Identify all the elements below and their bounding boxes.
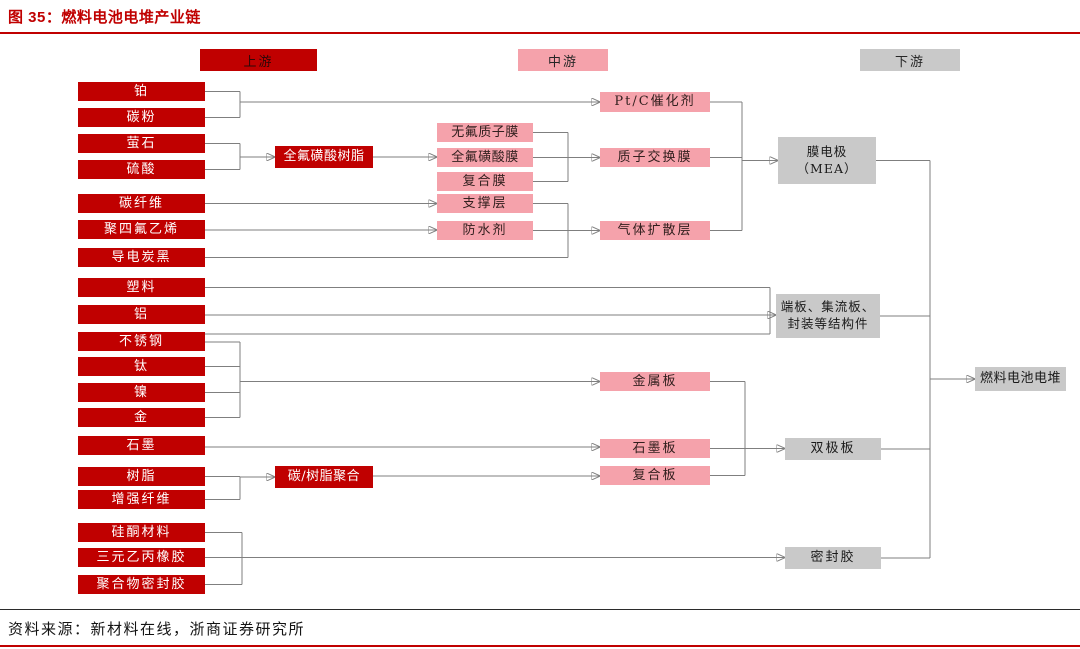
source-text: 资料来源：新材料在线，浙商证券研究所 [8,620,306,638]
node-fluorine-free-proton-membrane: 无氟质子膜 [437,123,533,142]
node-fuel-cell-stack: 燃料电池电堆 [975,367,1066,391]
node-conductive-carbon-black: 导电炭黑 [78,248,205,267]
node-ptfe: 聚四氟乙烯 [78,220,205,239]
legend-downstream: 下游 [860,49,960,71]
node-aluminum: 铝 [78,305,205,324]
node-composite-plate: 复合板 [600,466,710,485]
node-carbon-powder: 碳粉 [78,108,205,127]
node-bipolar-plate: 双极板 [785,438,881,460]
wire-pfsa-bracket [205,143,241,170]
node-gold: 金 [78,408,205,427]
node-epdm-rubber: 三元乙丙橡胶 [78,548,205,567]
node-structural-line1: 端板、集流板、 [780,299,876,315]
source-divider-line [0,609,1080,610]
node-sulfuric-acid: 硫酸 [78,160,205,179]
node-platinum: 铂 [78,82,205,101]
node-structural-parts: 端板、集流板、 封装等结构件 [776,294,880,338]
figure-title: 图 35：燃料电池电堆产业链 [8,9,201,26]
node-metal-plate: 金属板 [600,372,710,391]
node-pfsa-membrane: 全氟磺酸膜 [437,148,533,167]
node-stainless-steel: 不锈钢 [78,332,205,351]
legend-upstream: 上游 [200,49,317,71]
wire-structural-band [205,287,771,335]
node-sealant: 密封胶 [785,547,881,569]
node-waterproof-agent: 防水剂 [437,221,533,240]
node-gas-diffusion-layer: 气体扩散层 [600,221,710,240]
wire-sealant-bracket [205,532,243,585]
node-pfsa-resin: 全氟磺酸树脂 [275,146,373,168]
node-ptc-catalyst: Pt/C催化剂 [600,92,710,112]
bottom-border-line [0,645,1080,647]
node-carbon-resin-polymer: 碳/树脂聚合 [275,466,373,488]
node-mea: 膜电极 （MEA） [778,137,876,184]
node-graphite-plate: 石墨板 [600,439,710,458]
node-titanium: 钛 [78,357,205,376]
node-composite-membrane: 复合膜 [437,172,533,191]
legend-midstream: 中游 [518,49,608,71]
node-plastic: 塑料 [78,278,205,297]
wire-metal-bracket [205,341,241,418]
node-fluorite: 萤石 [78,134,205,153]
node-support-layer: 支撑层 [437,194,533,213]
node-nickel: 镍 [78,383,205,402]
node-structural-line2: 封装等结构件 [787,316,869,331]
node-resin: 树脂 [78,467,205,486]
node-carbon-fiber: 碳纤维 [78,194,205,213]
node-graphite: 石墨 [78,436,205,455]
node-polymer-sealant: 聚合物密封胶 [78,575,205,594]
node-reinforced-fiber: 增强纤维 [78,490,205,509]
wire-bipolar-bracket [710,381,746,476]
node-mea-line1: 膜电极 [806,143,848,159]
node-silicone-material: 硅酮材料 [78,523,205,542]
wire-catalyst-bracket [205,91,241,118]
wire-resin-bracket [205,476,241,500]
node-mea-line2: （MEA） [796,160,858,176]
title-divider-line [0,32,1080,34]
node-proton-exchange-membrane: 质子交换膜 [600,148,710,167]
wire-mea-bracket [710,101,743,231]
